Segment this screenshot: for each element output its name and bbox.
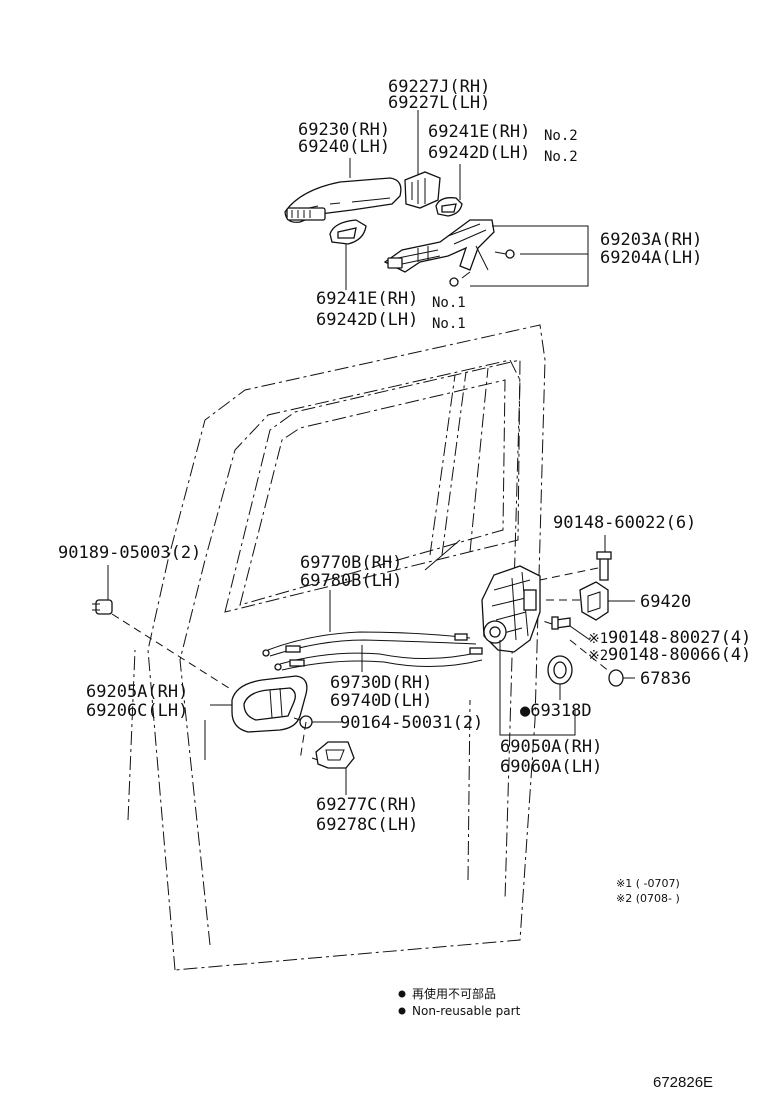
label-90148-80066: 90148-80066(4) (608, 645, 751, 665)
leader-lines (107, 110, 635, 795)
label-67836: 67836 (640, 669, 691, 689)
label-69318: ●69318D (520, 701, 592, 721)
label-69278-lh: 69278C(LH) (316, 815, 418, 835)
plug-67836-part (608, 669, 624, 687)
label-69227-rh: 69227J(RH) (388, 77, 490, 97)
label-90189: 90189-05003(2) (58, 543, 201, 563)
label-69241-no2-rh: 69241E(RH) (428, 122, 530, 142)
footnote-1: ※1 ( -0707) (616, 877, 680, 890)
label-no2-a: No.2 (544, 128, 578, 144)
mark-2: ※2 (588, 648, 608, 664)
legend-jp: 再使用不可部品 (412, 986, 496, 1001)
label-69420: 69420 (640, 592, 691, 612)
label-no2-b: No.2 (544, 149, 578, 165)
legend: 再使用不可部品 Non-reusable part (398, 986, 521, 1018)
figure-number: 672826E (653, 1074, 713, 1091)
inside-handle-part (231, 675, 308, 733)
label-90148-80027: 90148-80027(4) (608, 628, 751, 648)
striker-part (579, 581, 609, 621)
legend-bullet-jp (398, 990, 406, 998)
label-90148-60022: 90148-60022(6) (553, 513, 696, 533)
label-69242-no2-lh: 69242D(LH) (428, 143, 530, 163)
label-69206-lh: 69206C(LH) (86, 701, 188, 721)
label-69204-lh: 69204A(LH) (600, 248, 702, 268)
label-69240-lh: 69240(LH) (298, 137, 390, 157)
door-outline (127, 324, 546, 971)
label-69770-rh: 69770B(RH) (300, 553, 402, 573)
label-69780-lh: 69780B(LH) (300, 571, 402, 591)
label-69203-rh: 69203A(RH) (600, 230, 702, 250)
label-69205-rh: 69205A(RH) (86, 682, 188, 702)
mark-1: ※1 (588, 631, 608, 647)
label-no1-a: No.1 (432, 295, 466, 311)
seal-69318-part (547, 655, 573, 685)
label-no1-b: No.1 (432, 316, 466, 332)
label-69060-lh: 69060A(LH) (500, 757, 602, 777)
label-69050-rh: 69050A(RH) (500, 737, 602, 757)
handle-frame-part (383, 219, 495, 273)
part-labels: 69227J(RH) 69227L(LH) 69230(RH) 69240(LH… (58, 77, 751, 835)
label-69227-lh: 69227L(LH) (388, 93, 490, 113)
label-90164: 90164-50031(2) (340, 713, 483, 733)
screw-90189-part (92, 599, 113, 615)
footnote-2: ※2 (0708- ) (616, 892, 680, 905)
legend-bullet-en (398, 1007, 406, 1015)
footnotes: ※1 ( -0707) ※2 (0708- ) (616, 877, 680, 905)
outside-handle-part (284, 177, 402, 223)
label-69230-rh: 69230(RH) (298, 120, 390, 140)
bezel-part (311, 741, 355, 769)
handle-cover-part (404, 171, 441, 209)
legend-en: Non-reusable part (412, 1004, 521, 1018)
label-69241-no1-rh: 69241E(RH) (316, 289, 418, 309)
lock-cables (262, 631, 483, 671)
label-69277-rh: 69277C(RH) (316, 795, 418, 815)
frame-bolts (449, 249, 515, 287)
pad-no1-part (329, 219, 367, 245)
label-69740-lh: 69740D(LH) (330, 691, 432, 711)
label-69242-no1-lh: 69242D(LH) (316, 310, 418, 330)
label-69730-rh: 69730D(RH) (330, 673, 432, 693)
screw-90148-80027-part (551, 616, 571, 630)
door-lock-part (481, 565, 541, 653)
screw-90148-60022-part (596, 551, 612, 581)
pad-no2-part (435, 197, 463, 217)
